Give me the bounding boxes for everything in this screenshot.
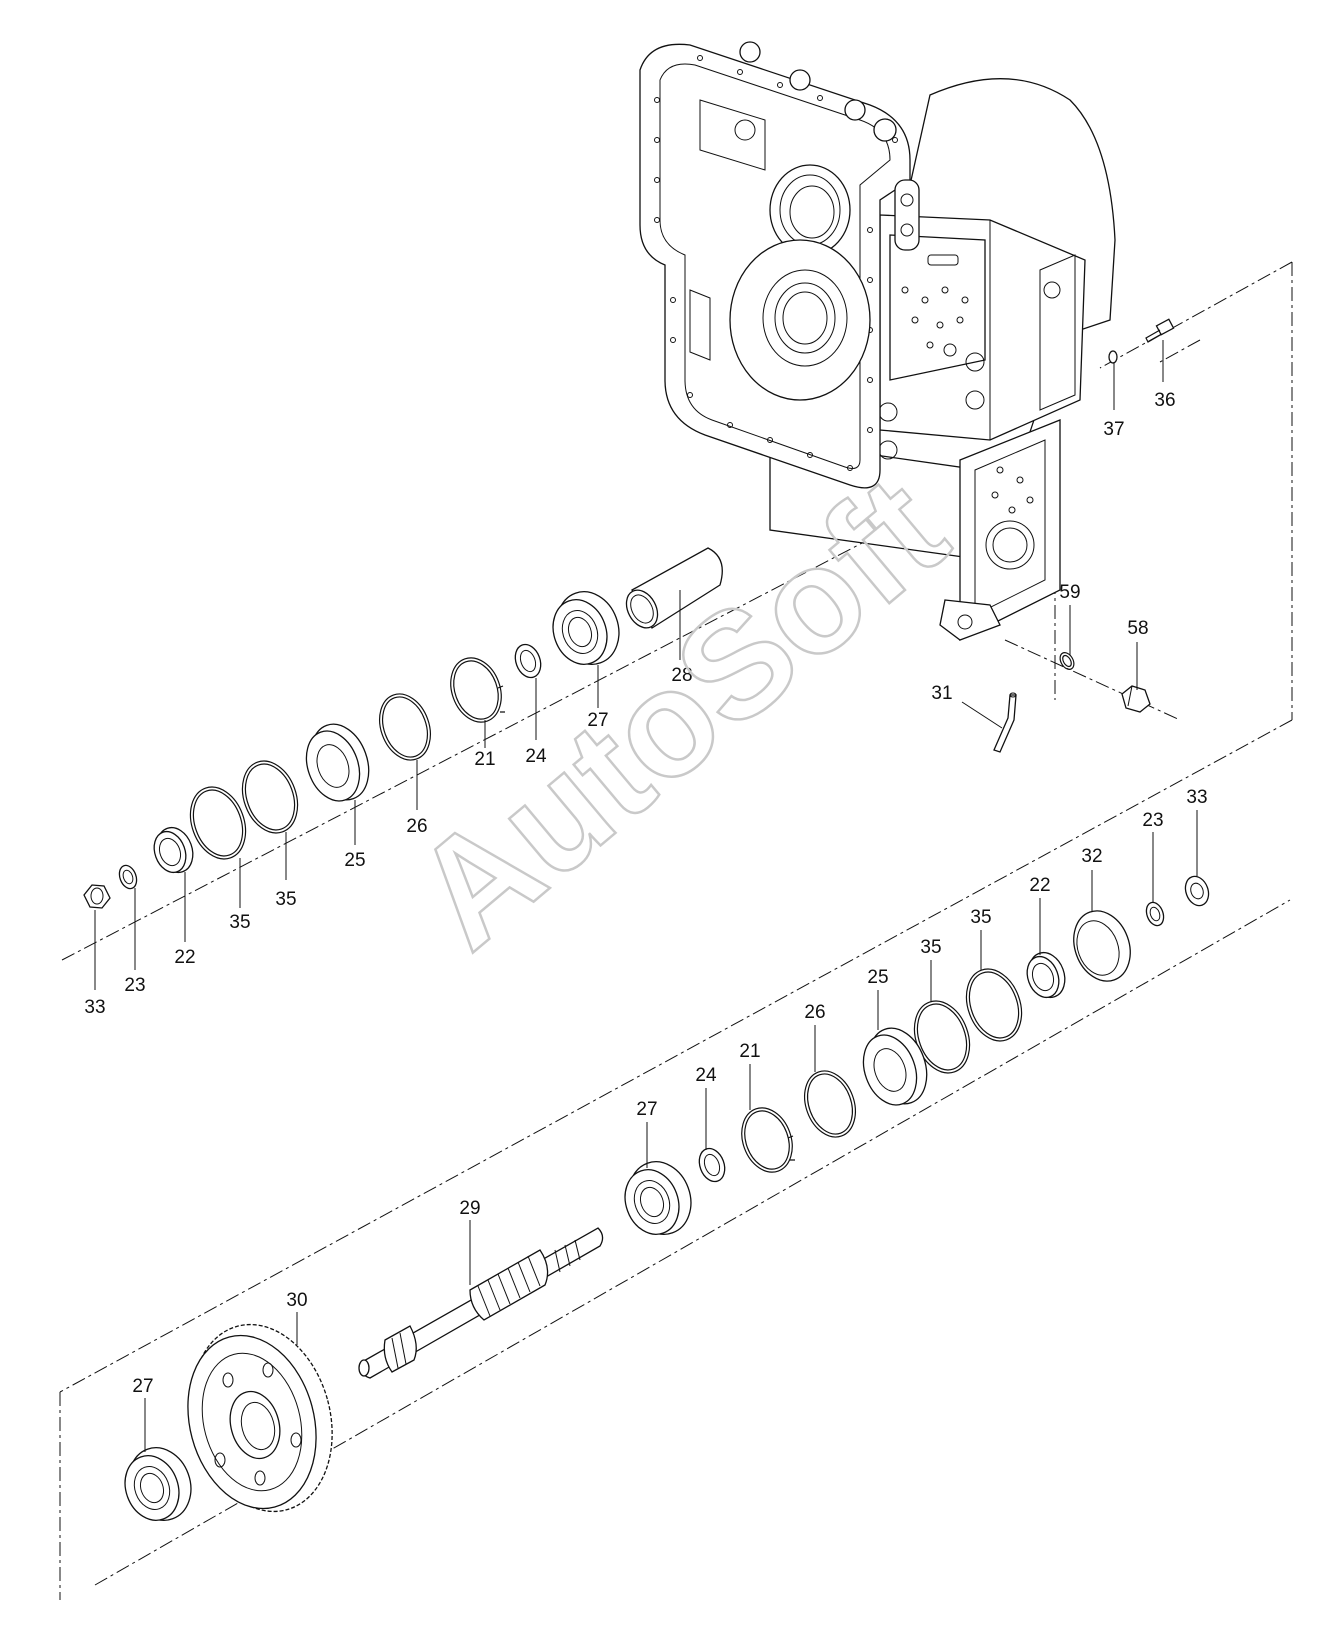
- snap-ring-21-lower: [741, 1107, 795, 1173]
- plug-58: [1121, 685, 1151, 713]
- callout-28: 28: [671, 665, 692, 686]
- piston-25-lower: [862, 1027, 928, 1106]
- nut-33-lower: [1184, 875, 1210, 907]
- callout-58: 58: [1127, 618, 1148, 639]
- ring-26-upper: [379, 693, 431, 761]
- piston-25-upper: [305, 723, 370, 802]
- callout-23: 23: [1142, 810, 1163, 831]
- callout-29: 29: [459, 1198, 480, 1219]
- callout-33: 33: [84, 997, 105, 1018]
- callout-32: 32: [1081, 846, 1102, 867]
- watermark-logo: AutoSoft: [383, 444, 976, 980]
- callout-21: 21: [474, 749, 495, 770]
- washer-37: [1108, 350, 1118, 364]
- callout-24: 24: [695, 1065, 717, 1086]
- callout-59: 59: [1059, 582, 1080, 603]
- o-ring-59: [1059, 652, 1075, 670]
- bolt-36: [1145, 318, 1175, 343]
- lower-parts: [124, 875, 1210, 1521]
- callout-21: 21: [739, 1041, 760, 1062]
- washer-24-lower: [698, 1147, 726, 1183]
- callout-37: 37: [1103, 419, 1124, 440]
- callout-22: 22: [1029, 875, 1050, 896]
- bearing-27-upper: [552, 591, 620, 665]
- bearing-27-bottom: [124, 1447, 192, 1521]
- nut-33-upper: [83, 884, 111, 909]
- washer-23-upper: [118, 864, 138, 890]
- washer-32: [1073, 910, 1131, 982]
- shaft-29: [358, 1227, 604, 1379]
- leader-lines: [94, 340, 1198, 1452]
- callout-35: 35: [229, 912, 250, 933]
- o-ring-35-lower-a: [965, 968, 1023, 1042]
- callout-23: 23: [124, 975, 145, 996]
- callout-27: 27: [636, 1099, 657, 1120]
- ring-26-lower: [804, 1070, 856, 1138]
- callout-24: 24: [525, 746, 547, 767]
- callout-35: 35: [275, 889, 296, 910]
- snap-ring-21-upper: [450, 657, 505, 723]
- callout-27: 27: [587, 710, 608, 731]
- callout-25: 25: [344, 850, 365, 871]
- callout-labels: 28 27 24 21 26 25 35 35 22 23 33 37 36 5…: [84, 390, 1207, 1397]
- callout-30: 30: [286, 1290, 307, 1311]
- upper-parts: [83, 547, 723, 909]
- callout-27: 27: [132, 1376, 153, 1397]
- callout-35: 35: [970, 907, 991, 928]
- tube-31: [993, 692, 1017, 753]
- callout-35: 35: [920, 937, 941, 958]
- transmission-housing: [639, 41, 1116, 642]
- small-parts: [993, 318, 1175, 753]
- seal-22-upper: [153, 826, 194, 874]
- washer-23-lower: [1145, 901, 1165, 927]
- callout-26: 26: [406, 816, 427, 837]
- o-ring-35-upper-a: [241, 760, 299, 834]
- o-ring-35-upper-b: [189, 786, 247, 860]
- sleeve-28: [625, 547, 723, 629]
- callout-36: 36: [1154, 390, 1175, 411]
- bearing-27-lower: [624, 1161, 692, 1235]
- callout-26: 26: [804, 1002, 825, 1023]
- callout-33: 33: [1186, 787, 1207, 808]
- washer-24-upper: [514, 643, 542, 679]
- callout-25: 25: [867, 967, 888, 988]
- callout-31: 31: [931, 683, 952, 704]
- seal-22-lower: [1026, 951, 1066, 999]
- callout-22: 22: [174, 947, 195, 968]
- gear-30: [187, 1323, 333, 1513]
